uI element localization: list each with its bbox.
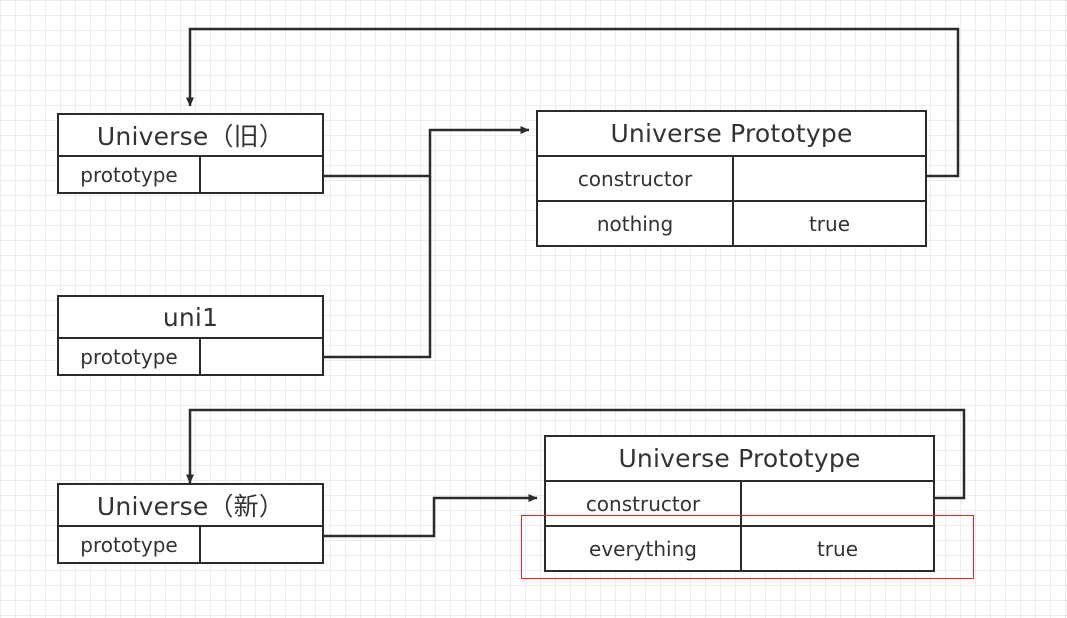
node-universe-new-prototype-value	[199, 527, 322, 562]
node-universe-new-prototype-key: prototype	[80, 532, 178, 557]
node-universe-old[interactable]: Universe（旧） prototype	[57, 113, 324, 194]
node-universe-new-title-row: Universe（新）	[59, 485, 322, 525]
node-proto-bottom-row-constructor[interactable]: constructor	[546, 480, 933, 525]
node-universe-new-prototype-row[interactable]: prototype	[59, 525, 322, 562]
node-uni1-title-row: uni1	[59, 297, 322, 337]
connector-universe-new-to-proto-bottom	[324, 494, 538, 538]
connector-universe-old-to-proto-top	[324, 126, 530, 178]
node-proto-bottom-everything-value: true	[740, 527, 933, 570]
node-uni1-prototype-row[interactable]: prototype	[59, 337, 322, 374]
node-universe-old-title: Universe（旧）	[96, 122, 285, 151]
node-proto-bottom-title-row: Universe Prototype	[546, 437, 933, 480]
node-universe-new[interactable]: Universe（新） prototype	[57, 483, 324, 564]
node-universe-old-prototype-value	[199, 157, 322, 192]
node-proto-top-title-row: Universe Prototype	[538, 112, 925, 155]
node-uni1[interactable]: uni1 prototype	[57, 295, 324, 376]
node-proto-top-constructor-value	[732, 157, 925, 200]
connector-uni1-to-proto-top	[324, 176, 432, 359]
node-proto-top-nothing-key: nothing	[596, 211, 674, 236]
node-universe-old-title-row: Universe（旧）	[59, 115, 322, 155]
node-universe-old-prototype-key: prototype	[80, 162, 178, 187]
node-proto-top-title: Universe Prototype	[610, 119, 853, 148]
node-proto-top[interactable]: Universe Prototype constructor nothing t…	[536, 110, 927, 247]
node-proto-bottom-constructor-value	[740, 482, 933, 525]
node-proto-top-constructor-key: constructor	[577, 166, 693, 191]
node-proto-bottom[interactable]: Universe Prototype constructor everythin…	[544, 435, 935, 572]
node-proto-bottom-everything-key: everything	[589, 536, 697, 561]
node-universe-new-title: Universe（新）	[96, 492, 285, 521]
node-universe-old-prototype-row[interactable]: prototype	[59, 155, 322, 192]
node-proto-bottom-row-everything[interactable]: everything true	[546, 525, 933, 570]
node-proto-top-nothing-value: true	[732, 202, 925, 245]
node-proto-bottom-constructor-key: constructor	[585, 491, 701, 516]
node-proto-bottom-title: Universe Prototype	[618, 444, 861, 473]
node-uni1-prototype-value	[199, 339, 322, 374]
node-uni1-prototype-key: prototype	[80, 344, 178, 369]
node-uni1-title: uni1	[162, 302, 219, 332]
node-proto-top-row-constructor[interactable]: constructor	[538, 155, 925, 200]
node-proto-top-row-nothing[interactable]: nothing true	[538, 200, 925, 245]
